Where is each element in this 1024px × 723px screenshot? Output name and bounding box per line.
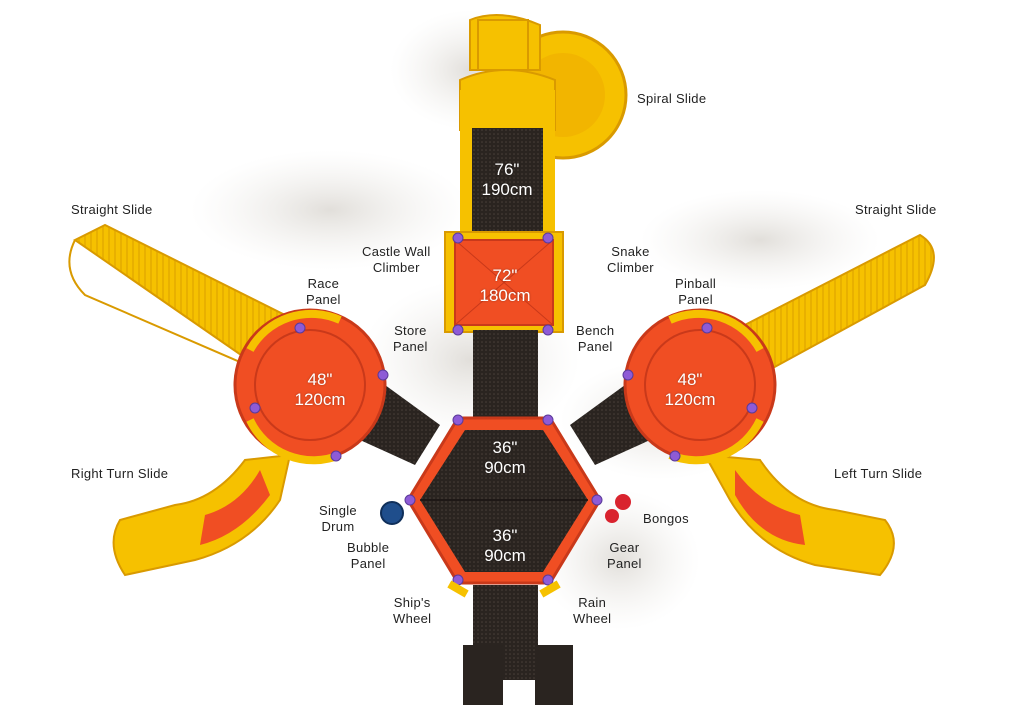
single-drum-shape xyxy=(380,501,404,525)
climber-deck xyxy=(444,231,564,333)
right-turn-slide-shape xyxy=(112,453,292,577)
left-round-deck xyxy=(233,308,387,465)
label-left-turn-slide: Left Turn Slide xyxy=(834,466,923,481)
top-deck xyxy=(459,69,556,238)
clamps xyxy=(249,232,758,586)
label-right-turn-slide: Right Turn Slide xyxy=(71,466,169,481)
right-round-deck xyxy=(623,308,777,465)
ships-wheel-shape xyxy=(447,580,469,598)
height-hex-upper: 36"90cm xyxy=(484,438,526,477)
height-hex-lower: 36"90cm xyxy=(484,526,526,565)
hex-deck xyxy=(406,416,602,585)
label-straight-slide-right: Straight Slide xyxy=(855,202,937,217)
height-right-round-deck: 48"120cm xyxy=(664,370,716,409)
height-top-deck: 76"190cm xyxy=(481,160,533,199)
height-left-round-deck: 48"120cm xyxy=(294,370,346,409)
rain-wheel-shape xyxy=(539,580,561,598)
label-straight-slide-left: Straight Slide xyxy=(71,202,153,217)
height-climber-deck: 72"180cm xyxy=(479,266,531,305)
straight-slide-right-shape xyxy=(733,233,935,377)
left-turn-slide-shape xyxy=(703,453,895,577)
bongos-shape xyxy=(605,494,631,523)
label-bongos: Bongos xyxy=(643,511,689,526)
label-spiral-slide: Spiral Slide xyxy=(637,91,707,106)
